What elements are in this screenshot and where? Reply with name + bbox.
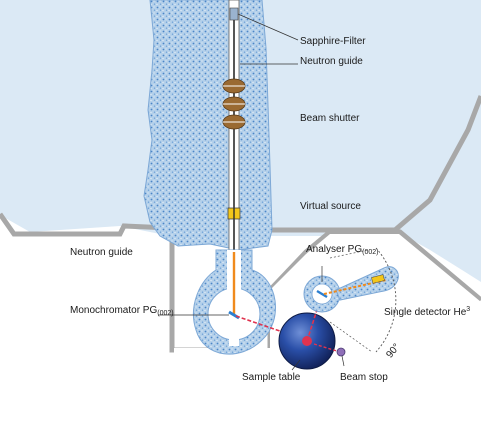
angle-arc (375, 247, 397, 353)
label-analyser-sub: (002) (362, 249, 378, 256)
beam-sample-to-analyser (306, 293, 323, 342)
label-sapphire-filter: Sapphire-Filter (300, 36, 366, 47)
label-single-detector-main: Single detector He (384, 307, 467, 318)
label-neutron-guide-left: Neutron guide (70, 247, 133, 258)
label-analyser-main: Analyser PG (306, 244, 362, 255)
analyser-drum (303, 275, 341, 313)
label-neutron-guide-top: Neutron guide (300, 56, 363, 67)
monochromator-drum (192, 249, 276, 355)
shielding-tower (143, 0, 273, 251)
beam-shutter (222, 78, 246, 130)
label-monochromator: Monochromator PG(002) (70, 305, 174, 317)
label-single-detector: Single detector He3 (384, 306, 470, 318)
sapphire-filter (229, 7, 239, 21)
label-analyser: Analyser PG(002) (306, 244, 378, 256)
detector-arm (323, 266, 399, 301)
label-beam-shutter: Beam shutter (300, 113, 360, 124)
label-monochromator-sub: (002) (157, 310, 173, 317)
label-single-detector-sup: 3 (466, 306, 470, 313)
beam-stop (313, 343, 346, 357)
label-monochromator-main: Monochromator PG (70, 305, 157, 316)
leader-lines (158, 13, 345, 371)
label-sample-table: Sample table (242, 372, 301, 383)
label-virtual-source: Virtual source (300, 201, 361, 212)
label-beam-stop: Beam stop (340, 372, 388, 383)
